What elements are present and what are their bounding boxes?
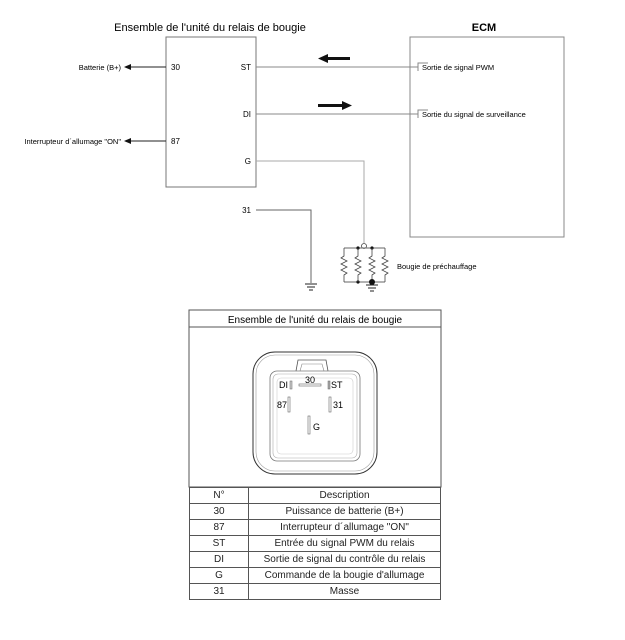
connector-face-icon [252, 351, 378, 475]
pin-number: ST [189, 535, 249, 552]
pin-number: 87 [189, 519, 249, 536]
pin-g-label: G [245, 157, 251, 166]
pin-87-label: 87 [171, 137, 180, 146]
pin-description: Entrée du signal PWM du relais [248, 535, 441, 552]
relay-box [165, 36, 257, 188]
connector-pin-g: G [313, 422, 320, 432]
arrow-left-icon [124, 64, 131, 70]
pin-description: Commande de la bougie d'allumage [248, 567, 441, 584]
connector-pin-st: ST [331, 380, 343, 390]
ecm-terminal-monitor [417, 109, 428, 118]
relay-title: Ensemble de l'unité du relais de bougie [114, 22, 306, 34]
wire-g [256, 160, 365, 243]
ecm-terminal-pwm [417, 62, 428, 71]
arrow-right-icon [318, 101, 352, 110]
pin-description: Masse [248, 583, 441, 600]
arrow-left-icon [318, 54, 350, 63]
glow-plug-label: Bougie de préchauffage [397, 262, 477, 271]
connector-pin-87: 87 [277, 400, 287, 410]
connector-title: Ensemble de l'unité du relais de bougie [228, 315, 403, 326]
resistor-icon [381, 248, 389, 282]
pin-number: G [189, 567, 249, 584]
table-header-row: N° Description [189, 487, 441, 504]
resistor-icon [354, 248, 362, 282]
header-number: N° [189, 487, 249, 504]
ground-icon [366, 279, 378, 292]
ignition-label: Interrupteur d´allumage "ON" [24, 137, 121, 146]
battery-label: Batterie (B+) [79, 63, 122, 72]
ecm-title: ECM [472, 22, 496, 34]
pin-number: 30 [189, 503, 249, 520]
pin-st-label: ST [241, 63, 251, 72]
connector-panel [188, 309, 442, 488]
resistor-icon [368, 248, 376, 282]
connector-pin-31: 31 [333, 400, 343, 410]
pin-number: 31 [189, 583, 249, 600]
header-description: Description [248, 487, 441, 504]
pin-di-label: DI [243, 110, 251, 119]
pin-description: Puissance de batterie (B+) [248, 503, 441, 520]
pin-number: DI [189, 551, 249, 568]
ecm-monitor-label: Sortie du signal de surveillance [422, 110, 526, 119]
connector-pin-di: DI [279, 380, 288, 390]
pin-30-label: 30 [171, 63, 180, 72]
pin-31-label: 31 [242, 206, 251, 215]
resistor-icon [340, 248, 348, 282]
ground-icon [305, 283, 317, 291]
pin-description: Interrupteur d´allumage "ON" [248, 519, 441, 536]
arrow-left-icon [124, 138, 131, 144]
ecm-box [409, 36, 565, 238]
ecm-pwm-label: Sortie de signal PWM [422, 63, 494, 72]
pin-description: Sortie de signal du contrôle du relais [248, 551, 441, 568]
wire-31 [256, 209, 312, 283]
glow-plugs [340, 243, 389, 292]
connector-pin-30: 30 [305, 375, 315, 385]
